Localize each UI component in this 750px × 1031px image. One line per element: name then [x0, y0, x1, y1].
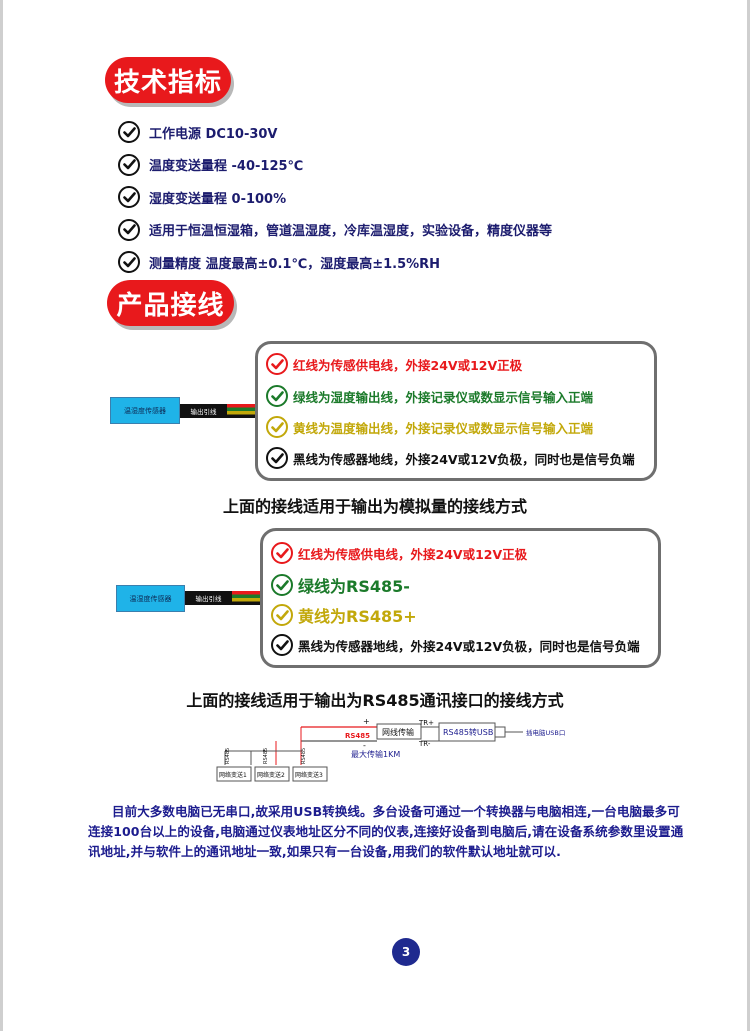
check-circle-icon: [118, 251, 140, 274]
check-circle-icon: [118, 186, 140, 209]
converter-label: RS485转USB: [443, 727, 493, 737]
spec-text: 测量精度 温度最高±0.1℃，湿度最高±1.5%RH: [149, 256, 441, 272]
section-title-specs: 技术指标: [105, 57, 231, 103]
page-border-left: [0, 0, 3, 1031]
wire-line-text: 黄线为温度输出线，外接记录仪或数显示信号输入正端: [293, 420, 594, 436]
wire-line-item: 黄线为RS485+: [271, 603, 417, 627]
colored-wires: [232, 591, 262, 605]
wire-line-text: 黄线为RS485+: [298, 607, 417, 626]
device-2: 网络变送2: [254, 766, 290, 782]
wire-line-item: 黄线为温度输出线，外接记录仪或数显示信号输入正端: [266, 416, 593, 438]
cable-head: 输出引线: [185, 591, 232, 605]
pc-usb-label: 插电脑USB口: [526, 728, 565, 737]
rs485-label: RS485: [345, 732, 370, 740]
spec-list: 工作电源 DC10-30V 温度变送量程 -40-125℃ 湿度变送量程 0-100…: [118, 116, 638, 279]
spec-text: 工作电源 DC10-30V: [149, 126, 278, 142]
check-circle-icon: [266, 385, 288, 407]
device-bus-label: RS485: [225, 748, 231, 764]
section-title-wiring: 产品接线: [107, 280, 234, 326]
tr-minus-label: TR-: [418, 740, 431, 748]
spec-text: 湿度变送量程 0-100%: [149, 191, 287, 207]
spec-item: 测量精度 温度最高±0.1℃，湿度最高±1.5%RH: [118, 246, 638, 279]
distance-label: 最大传输1KM: [351, 749, 400, 759]
rs485-network-diagram: + - RS485 网线传输 最大传输1KM TR+ TR- RS485转USB…: [216, 717, 565, 782]
wiring-box-analog: 红线为传感供电线，外接24V或12V正极绿线为湿度输出线，外接记录仪或数显示信号…: [255, 341, 657, 481]
caption-analog: 上面的接线适用于输出为模拟量的接线方式: [222, 497, 527, 516]
device-bus-label: RS485: [263, 748, 269, 764]
spec-item: 湿度变送量程 0-100%: [118, 181, 638, 214]
wire-line-item: 黑线为传感器地线，外接24V或12V负极，同时也是信号负端: [271, 634, 640, 656]
device-1: 网络变送1: [216, 766, 252, 782]
wire-line-item: 红线为传感供电线，外接24V或12V正极: [271, 542, 527, 564]
spec-text: 适用于恒温恒湿箱，管道温湿度，冷库温湿度，实验设备，精度仪器等: [149, 224, 553, 240]
wire-line-item: 红线为传感供电线，外接24V或12V正极: [266, 353, 522, 375]
wire-line-text: 绿线为RS485-: [298, 577, 410, 596]
wire-line-text: 绿线为湿度输出线，外接记录仪或数显示信号输入正端: [293, 389, 594, 405]
wire-line-text: 红线为传感供电线，外接24V或12V正极: [293, 357, 523, 373]
spec-item: 温度变送量程 -40-125℃: [118, 149, 638, 182]
usb-connection-paragraph: 目前大多数电脑已无串口,故采用USB转换线。多台设备可通过一个转换器与电脑相连,…: [88, 804, 684, 859]
wire-line-item: 绿线为湿度输出线，外接记录仪或数显示信号输入正端: [266, 385, 593, 407]
plus-label: +: [363, 717, 370, 726]
device-bus-label: RS485: [301, 748, 307, 764]
device-3: 网络变送3: [292, 766, 328, 782]
check-circle-icon: [271, 634, 293, 656]
wire-transfer-label: 网线传输: [382, 727, 414, 737]
spec-text: 温度变送量程 -40-125℃: [149, 159, 304, 175]
spec-item: 工作电源 DC10-30V: [118, 116, 638, 149]
check-circle-icon: [271, 574, 293, 596]
check-circle-icon: [266, 416, 288, 438]
colored-wires: [227, 404, 257, 418]
minus-label: -: [363, 741, 366, 750]
check-circle-icon: [271, 604, 293, 626]
page-number: 3: [392, 938, 420, 966]
cable-head: 输出引线: [180, 404, 227, 418]
caption-rs485: 上面的接线适用于输出为RS485通讯接口的接线方式: [186, 691, 564, 710]
check-circle-icon: [271, 542, 293, 564]
sensor-body: 温湿度传感器: [116, 585, 185, 612]
device-label: 网络变送1: [219, 771, 247, 779]
check-circle-icon: [118, 218, 140, 241]
check-circle-icon: [118, 121, 140, 144]
wire-line-text: 黑线为传感器地线，外接24V或12V负极，同时也是信号负端: [293, 451, 635, 467]
check-circle-icon: [266, 353, 288, 375]
tr-plus-label: TR+: [418, 719, 434, 727]
device-label: 网络变送2: [257, 771, 285, 779]
device-label: 网络变送3: [295, 771, 323, 779]
spec-item: 适用于恒温恒湿箱，管道温湿度，冷库温湿度，实验设备，精度仪器等: [118, 214, 638, 247]
check-circle-icon: [118, 153, 140, 176]
wire-line-text: 红线为传感供电线，外接24V或12V正极: [298, 546, 528, 562]
check-circle-icon: [266, 447, 288, 469]
page-border-right: [747, 0, 750, 1031]
wire-line-text: 黑线为传感器地线，外接24V或12V负极，同时也是信号负端: [298, 638, 640, 654]
wire-line-item: 绿线为RS485-: [271, 573, 410, 597]
sensor-body: 温湿度传感器: [110, 397, 180, 424]
wire-line-item: 黑线为传感器地线，外接24V或12V负极，同时也是信号负端: [266, 447, 635, 469]
wiring-box-rs485: 红线为传感供电线，外接24V或12V正极绿线为RS485- 黄线为RS485+ 黑线…: [260, 528, 661, 668]
